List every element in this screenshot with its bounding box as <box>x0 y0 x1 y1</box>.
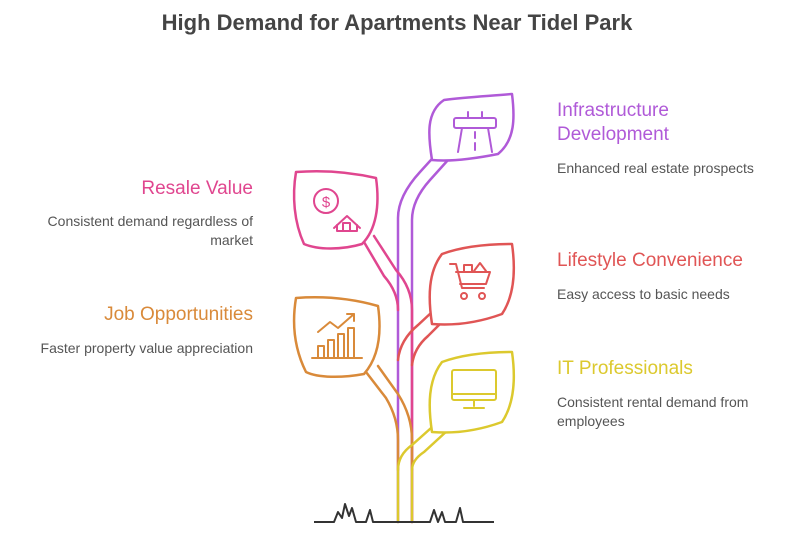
dollar-house-icon: $ <box>313 188 361 232</box>
stem-infrastructure <box>396 148 450 524</box>
leaf-it <box>428 350 516 434</box>
stem-resale <box>362 234 414 524</box>
page-title: High Demand for Apartments Near Tidel Pa… <box>161 10 633 35</box>
stem-job <box>364 364 414 472</box>
it-heading: IT Professionals <box>557 358 693 379</box>
it-description: Consistent rental demand from employees <box>557 394 749 429</box>
stem-it <box>396 418 450 524</box>
leaf-resale <box>292 170 379 250</box>
ground-line <box>314 503 494 523</box>
infrastructure-description: Enhanced real estate prospects <box>557 160 754 176</box>
lifestyle-description: Easy access to basic needs <box>557 286 730 302</box>
road-icon <box>453 111 497 153</box>
resale-description: Consistent demand regardless of market <box>47 213 253 248</box>
svg-text:$: $ <box>322 194 331 211</box>
infrastructure-heading: Infrastructure Development <box>557 100 669 145</box>
job-heading: Job Opportunities <box>104 304 253 325</box>
lifestyle-heading: Lifestyle Convenience <box>557 250 743 271</box>
leaf-job <box>292 296 381 378</box>
growth-chart-icon <box>311 313 363 359</box>
job-description: Faster property value appreciation <box>40 340 253 356</box>
resale-heading: Resale Value <box>141 178 253 199</box>
stem-lifestyle <box>396 310 444 367</box>
shopping-cart-icon <box>449 262 491 300</box>
monitor-icon <box>451 369 497 409</box>
